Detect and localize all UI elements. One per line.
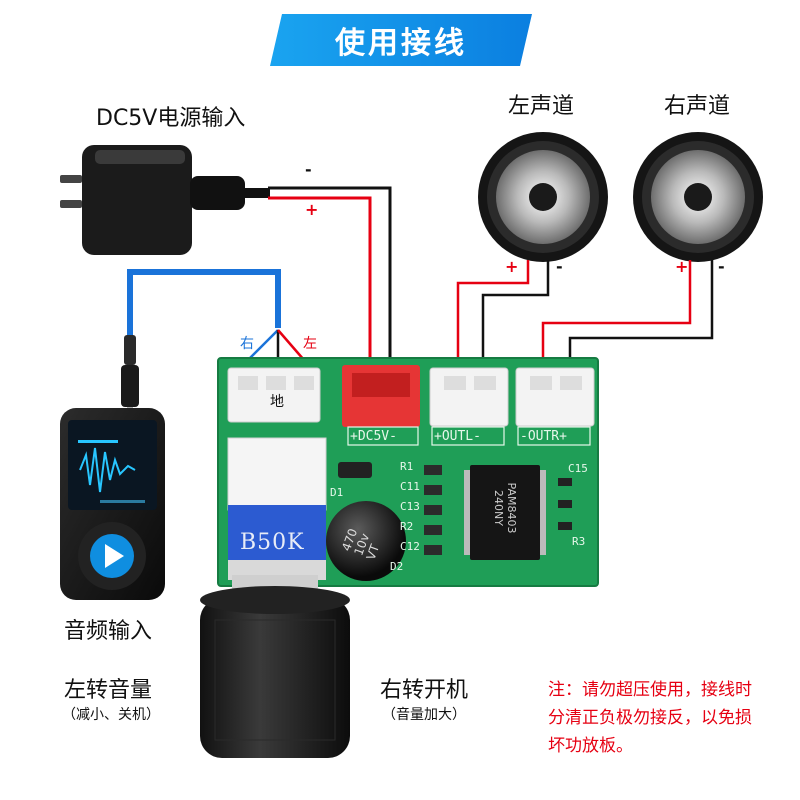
page-title: 使用接线	[335, 26, 467, 61]
chip-marking: PAM8403 240NY	[492, 482, 518, 534]
audio-left-label: 左	[303, 336, 317, 352]
knob-ccw-sub: （减小、关机）	[62, 707, 160, 723]
warning-note-line-1: 注：请勿超压使用，接线时	[548, 680, 752, 700]
volume-knob	[200, 575, 350, 758]
left-speaker-plus: +	[505, 257, 519, 276]
silk-d2: D2	[390, 560, 404, 573]
knob-cw-sub: （音量加大）	[382, 707, 466, 723]
left-speaker-wire-positive	[456, 260, 530, 385]
audio-wire-right	[247, 329, 279, 361]
audio-right-label: 右	[240, 336, 254, 352]
power-wire-positive	[268, 196, 372, 385]
warning-note-line-3: 坏功放板。	[548, 736, 633, 756]
silk-c15: C15	[568, 462, 588, 475]
silk-r3: R3	[572, 535, 586, 548]
audio-ground-label: 地	[270, 394, 284, 410]
left-speaker-wire-negative	[481, 260, 550, 385]
pot-marking: B50K	[240, 530, 305, 555]
music-player	[60, 408, 165, 600]
knob-ccw-label: 左转音量	[64, 678, 153, 703]
right-speaker-wire-positive	[541, 260, 692, 385]
power-input-label: DC5V电源输入	[96, 106, 246, 131]
power-adapter	[60, 145, 270, 255]
right-channel-label: 右声道	[664, 94, 731, 119]
power-minus-sign: -	[305, 160, 312, 179]
silk-r2: R2	[400, 520, 414, 533]
silk-d1: D1	[330, 486, 344, 499]
dc-terminal-label: +DC5V-	[350, 429, 397, 444]
warning-note-line-2: 分清正负极勿接反，以免损	[548, 708, 752, 728]
left-speaker-minus: -	[556, 257, 563, 276]
audio-input-label: 音频输入	[64, 619, 153, 644]
left-channel-label: 左声道	[508, 94, 575, 119]
right-speaker-minus: -	[718, 257, 725, 276]
power-plus-sign: +	[305, 200, 319, 219]
outl-terminal-label: +OUTL-	[434, 429, 481, 444]
silk-r1: R1	[400, 460, 414, 473]
right-speaker	[633, 132, 763, 262]
silk-c12: C12	[400, 540, 420, 553]
outr-terminal-label: -OUTR+	[520, 429, 567, 444]
power-wire-negative	[268, 186, 392, 385]
audio-cable	[127, 269, 281, 340]
title-banner: 使用接线	[270, 14, 532, 66]
silk-c11: C11	[400, 480, 420, 493]
knob-cw-label: 右转开机	[380, 678, 469, 703]
left-speaker	[478, 132, 608, 262]
silk-c13: C13	[400, 500, 420, 513]
audio-wire-left	[277, 329, 305, 361]
right-speaker-plus: +	[675, 257, 689, 276]
